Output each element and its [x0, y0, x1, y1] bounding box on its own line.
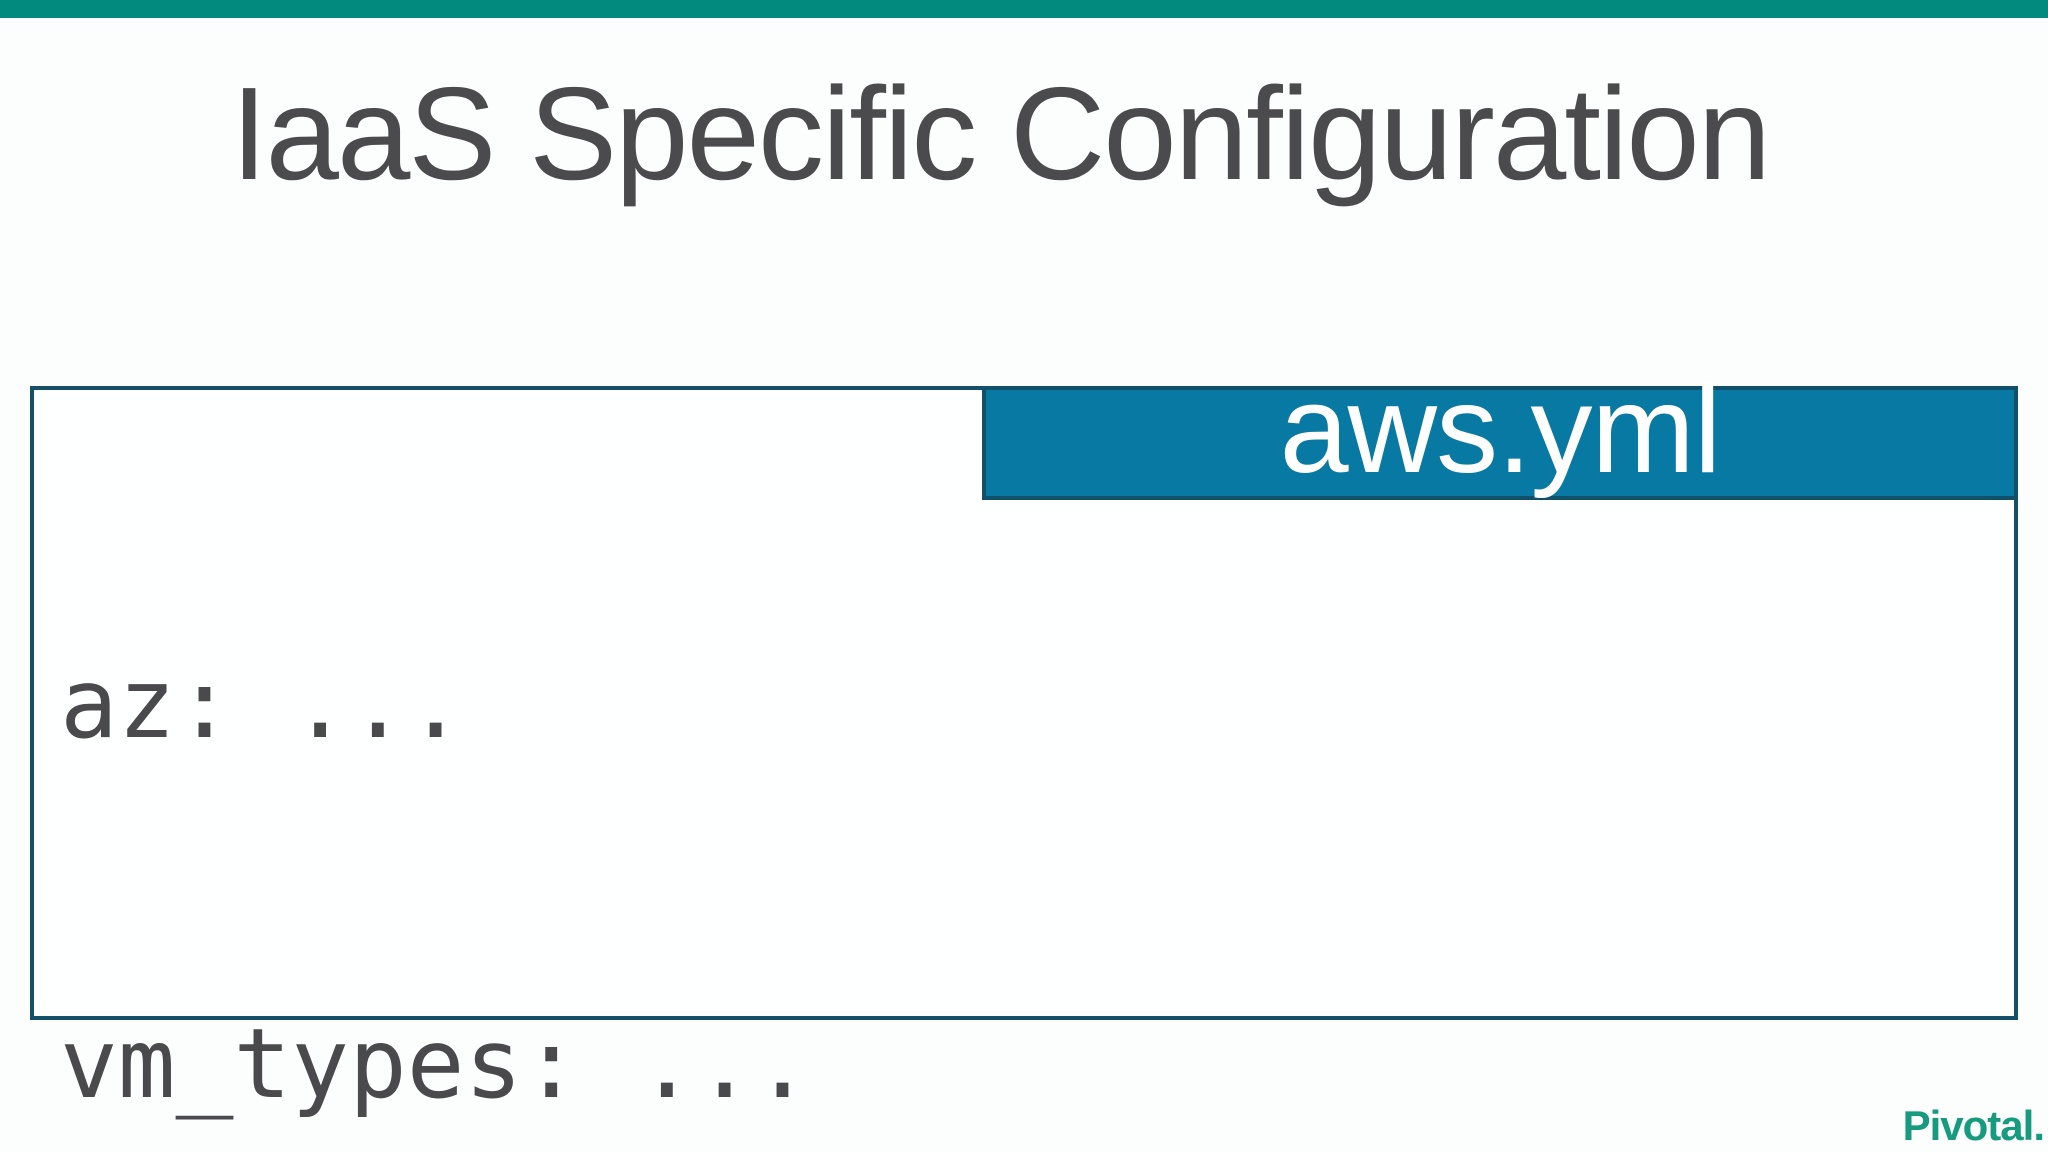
- top-accent-bar: [0, 0, 2048, 18]
- code-box: aws.yml az: ... vm_types: ... disk_types…: [30, 368, 2018, 1120]
- filename-tab-label: aws.yml: [1279, 361, 1722, 499]
- code-line: az: ...: [60, 648, 465, 760]
- pivotal-logo: Pivotal.: [1902, 1102, 2045, 1149]
- filename-tab: aws.yml: [982, 368, 2018, 500]
- code-lines: az: ... vm_types: ... disk_types: ... ne…: [60, 404, 985, 1152]
- page-title: IaaS Specific Configuration: [230, 60, 1771, 207]
- code-line: vm_types: ...: [60, 1008, 812, 1120]
